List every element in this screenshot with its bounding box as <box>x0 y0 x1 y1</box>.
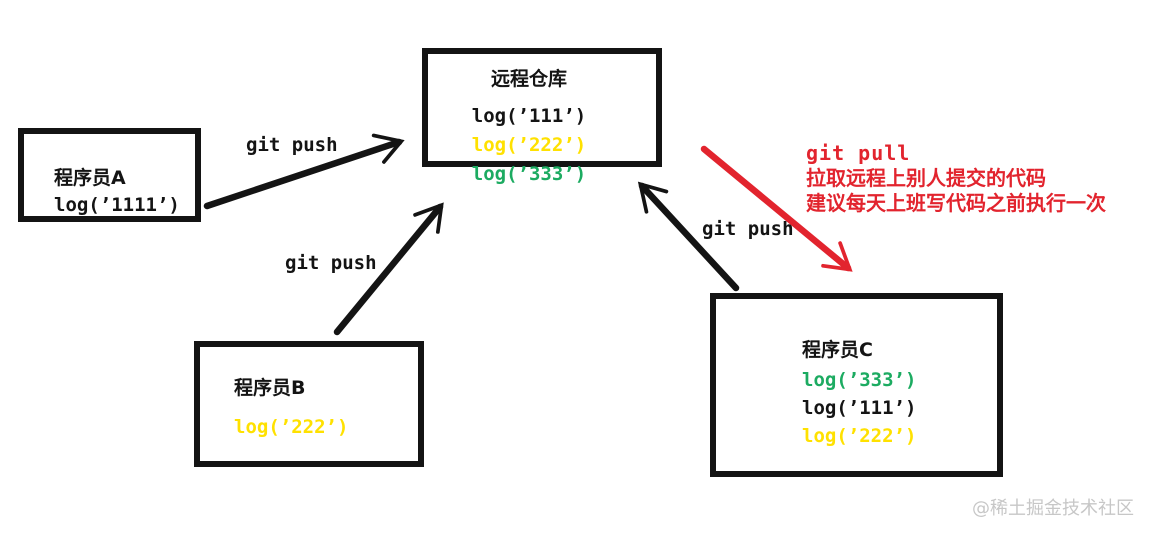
watermark: @稀土掘金技术社区 <box>972 498 1134 519</box>
git-push-label-a: git push <box>246 134 338 156</box>
git-push-label-b: git push <box>285 252 377 274</box>
remote-log-333: log(’333’) <box>471 163 587 185</box>
programmer-c-log-333: log(’333’) <box>802 369 917 391</box>
programmer-b-title: 程序员B <box>234 377 306 399</box>
git-pull-note-line1: git pull <box>806 141 911 165</box>
remote-repo-box: 远程仓库 log(’111’) log(’222’) log(’333’) <box>422 48 662 185</box>
programmer-b-log-222: log(’222’) <box>234 416 349 438</box>
programmer-c-title: 程序员C <box>802 339 873 361</box>
remote-log-111: log(’111’) <box>471 105 587 127</box>
git-pull-note-line3: 建议每天上班写代码之前执行一次 <box>806 191 1106 215</box>
programmer-b-box: 程序员B log(’222’) <box>194 341 424 467</box>
programmer-c-log-222: log(’222’) <box>802 425 917 447</box>
git-pull-note: git pull 拉取远程上别人提交的代码 建议每天上班写代码之前执行一次 <box>806 141 1106 216</box>
programmer-c-log-111: log(’111’) <box>802 397 917 419</box>
git-pull-note-line2: 拉取远程上别人提交的代码 <box>806 166 1046 190</box>
git-push-label-c: git push <box>702 218 794 240</box>
programmer-a-log-1111: log(’1111’) <box>54 194 180 216</box>
programmer-c-box: 程序员C log(’333’) log(’111’) log(’222’) <box>710 293 1003 477</box>
programmer-a-box: 程序员A log(’1111’) <box>18 128 201 222</box>
remote-log-222: log(’222’) <box>471 134 587 156</box>
remote-repo-title: 远程仓库 <box>490 68 567 90</box>
programmer-a-title: 程序员A <box>54 167 126 189</box>
